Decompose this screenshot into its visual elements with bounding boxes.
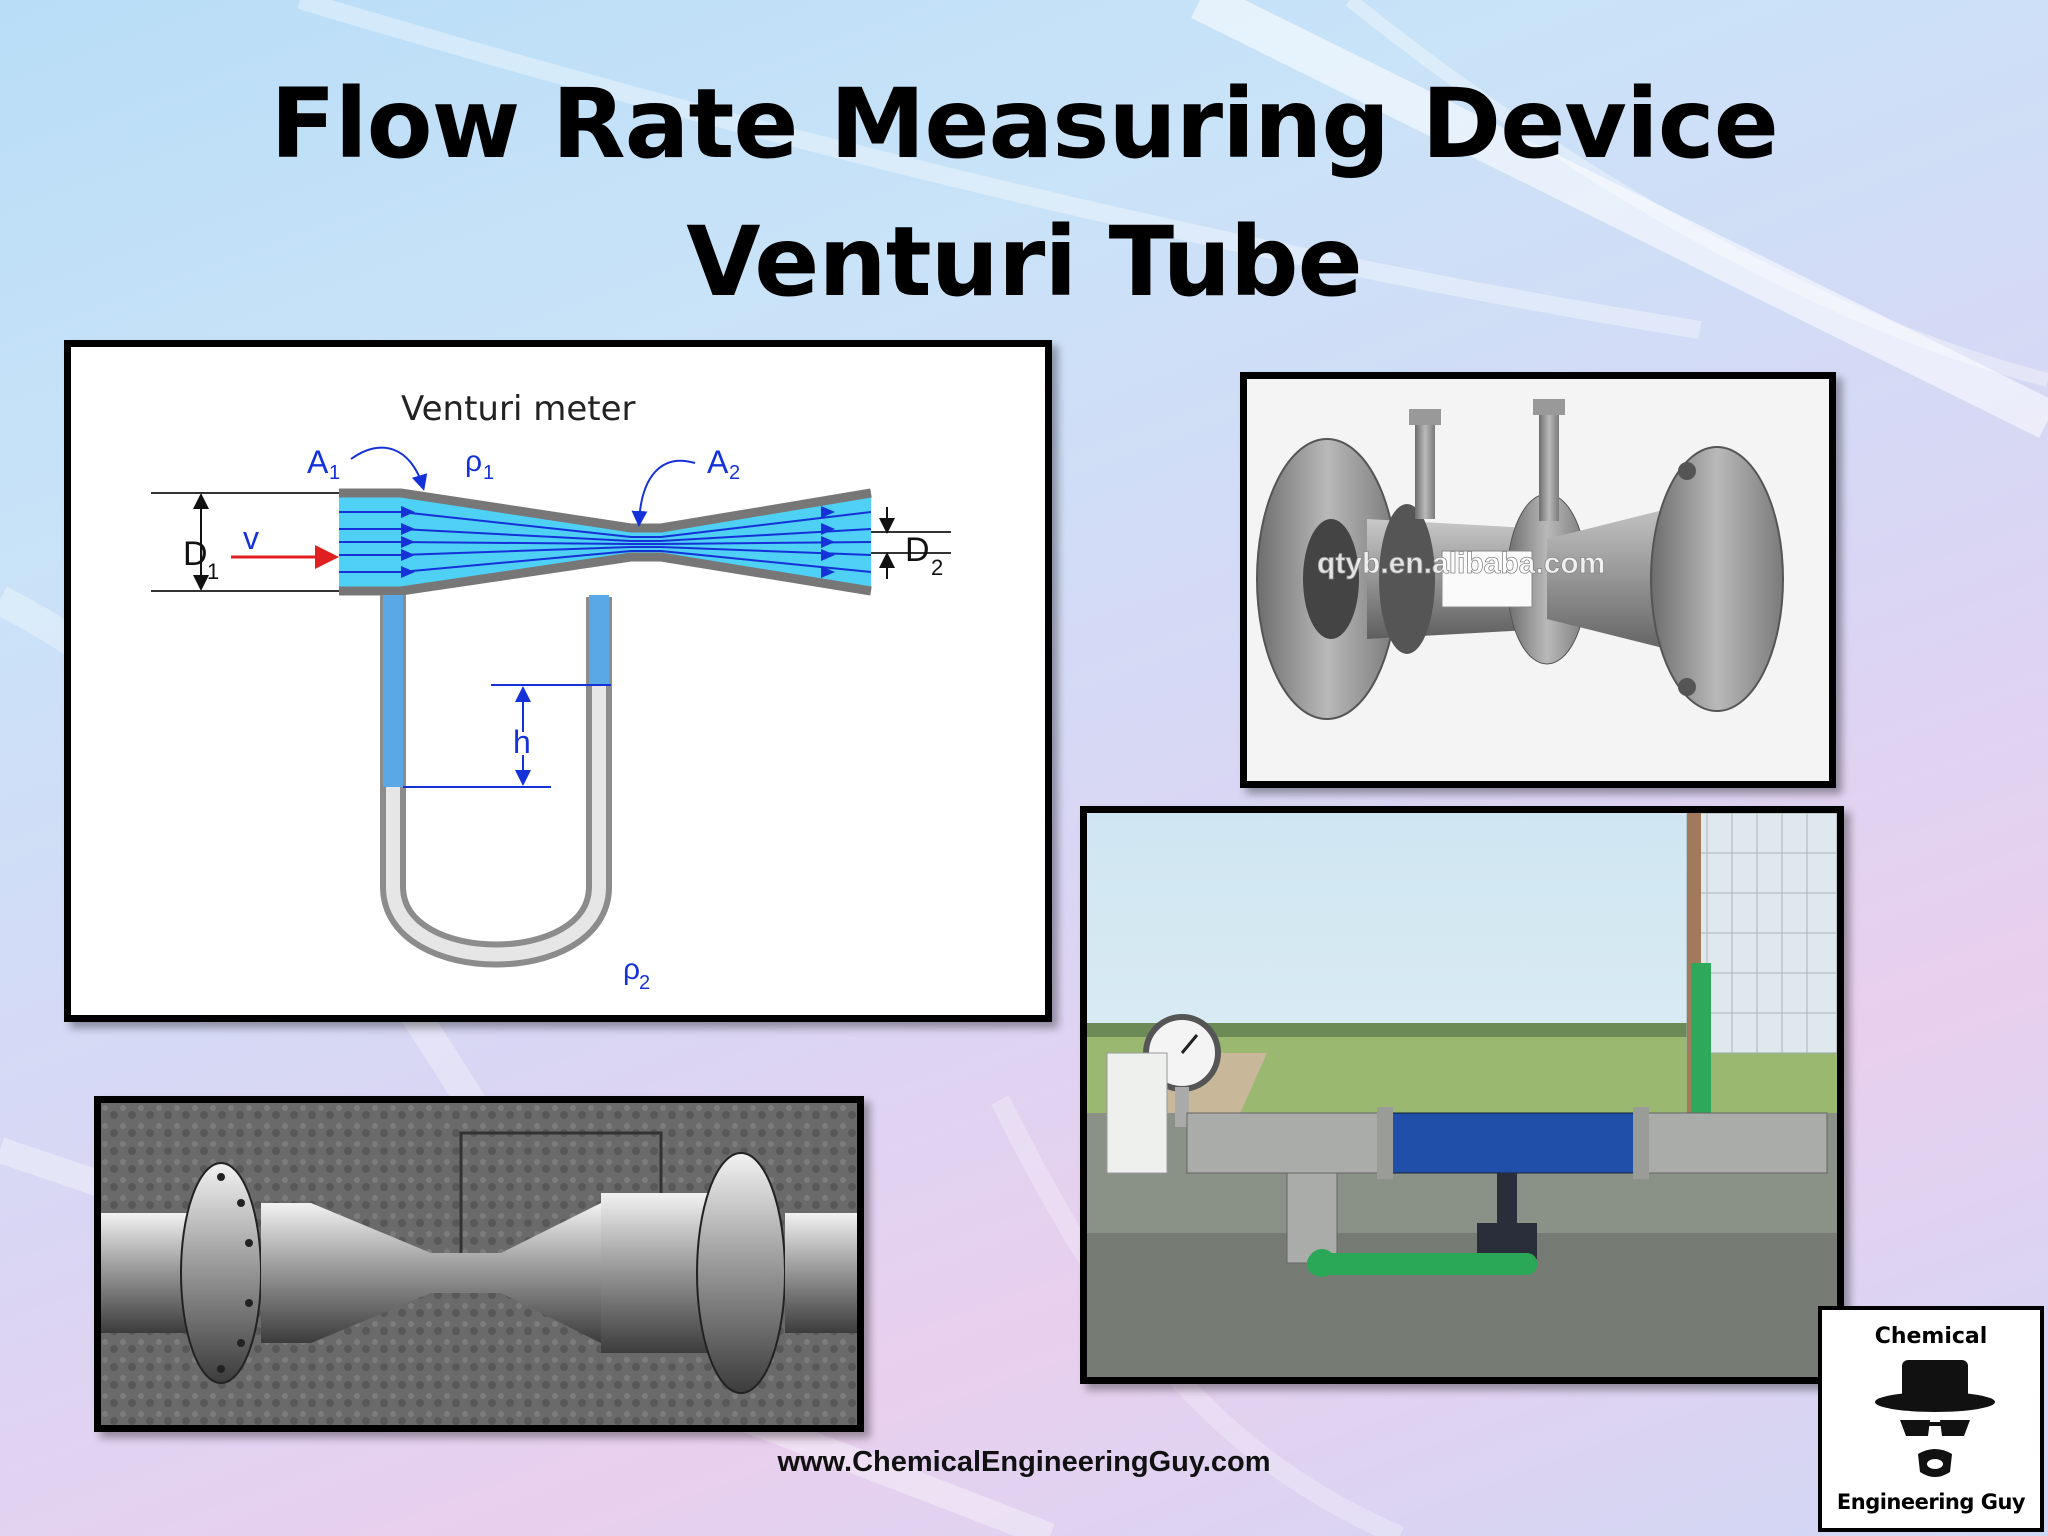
slide-title-line1: Flow Rate Measuring Device [270,68,1779,180]
logo-top-text: Chemical [1874,1324,1988,1349]
venturi-diagram-frame: Venturi meter D 1 v [64,340,1052,1022]
flanged-venturi-photo: qtyb.en.alibaba.com [1240,372,1836,788]
label-a1-sub: 1 [329,462,340,484]
label-d2: D [905,531,930,569]
field-installation-photo [1080,806,1844,1384]
label-d1-sub: 1 [207,559,219,584]
venturi-meter-diagram: Venturi meter D 1 v [151,389,951,994]
chemical-engineering-guy-logo: Chemical Engineering Guy [1818,1306,2044,1532]
label-velocity: v [243,520,259,556]
label-rho2: ρ [623,953,640,986]
label-rho1-sub: 1 [483,462,494,484]
label-d1: D [183,535,208,573]
slide-title-line2: Venturi Tube [686,206,1363,318]
heisenberg-face-icon [1875,1360,1995,1477]
industrial-venturi-render [94,1096,864,1432]
footer-url[interactable]: www.ChemicalEngineeringGuy.com [777,1446,1271,1478]
diagram-title: Venturi meter [401,389,635,429]
photo-watermark: qtyb.en.alibaba.com [1317,547,1605,580]
label-a1: A [307,444,329,480]
label-rho1: ρ [465,445,482,478]
label-rho2-sub: 2 [639,972,650,994]
label-h: h [513,724,531,760]
label-d2-sub: 2 [931,555,943,580]
label-a2-sub: 2 [729,462,740,484]
logo-bottom-text: Engineering Guy [1836,1490,2026,1514]
label-a2: A [707,444,729,480]
